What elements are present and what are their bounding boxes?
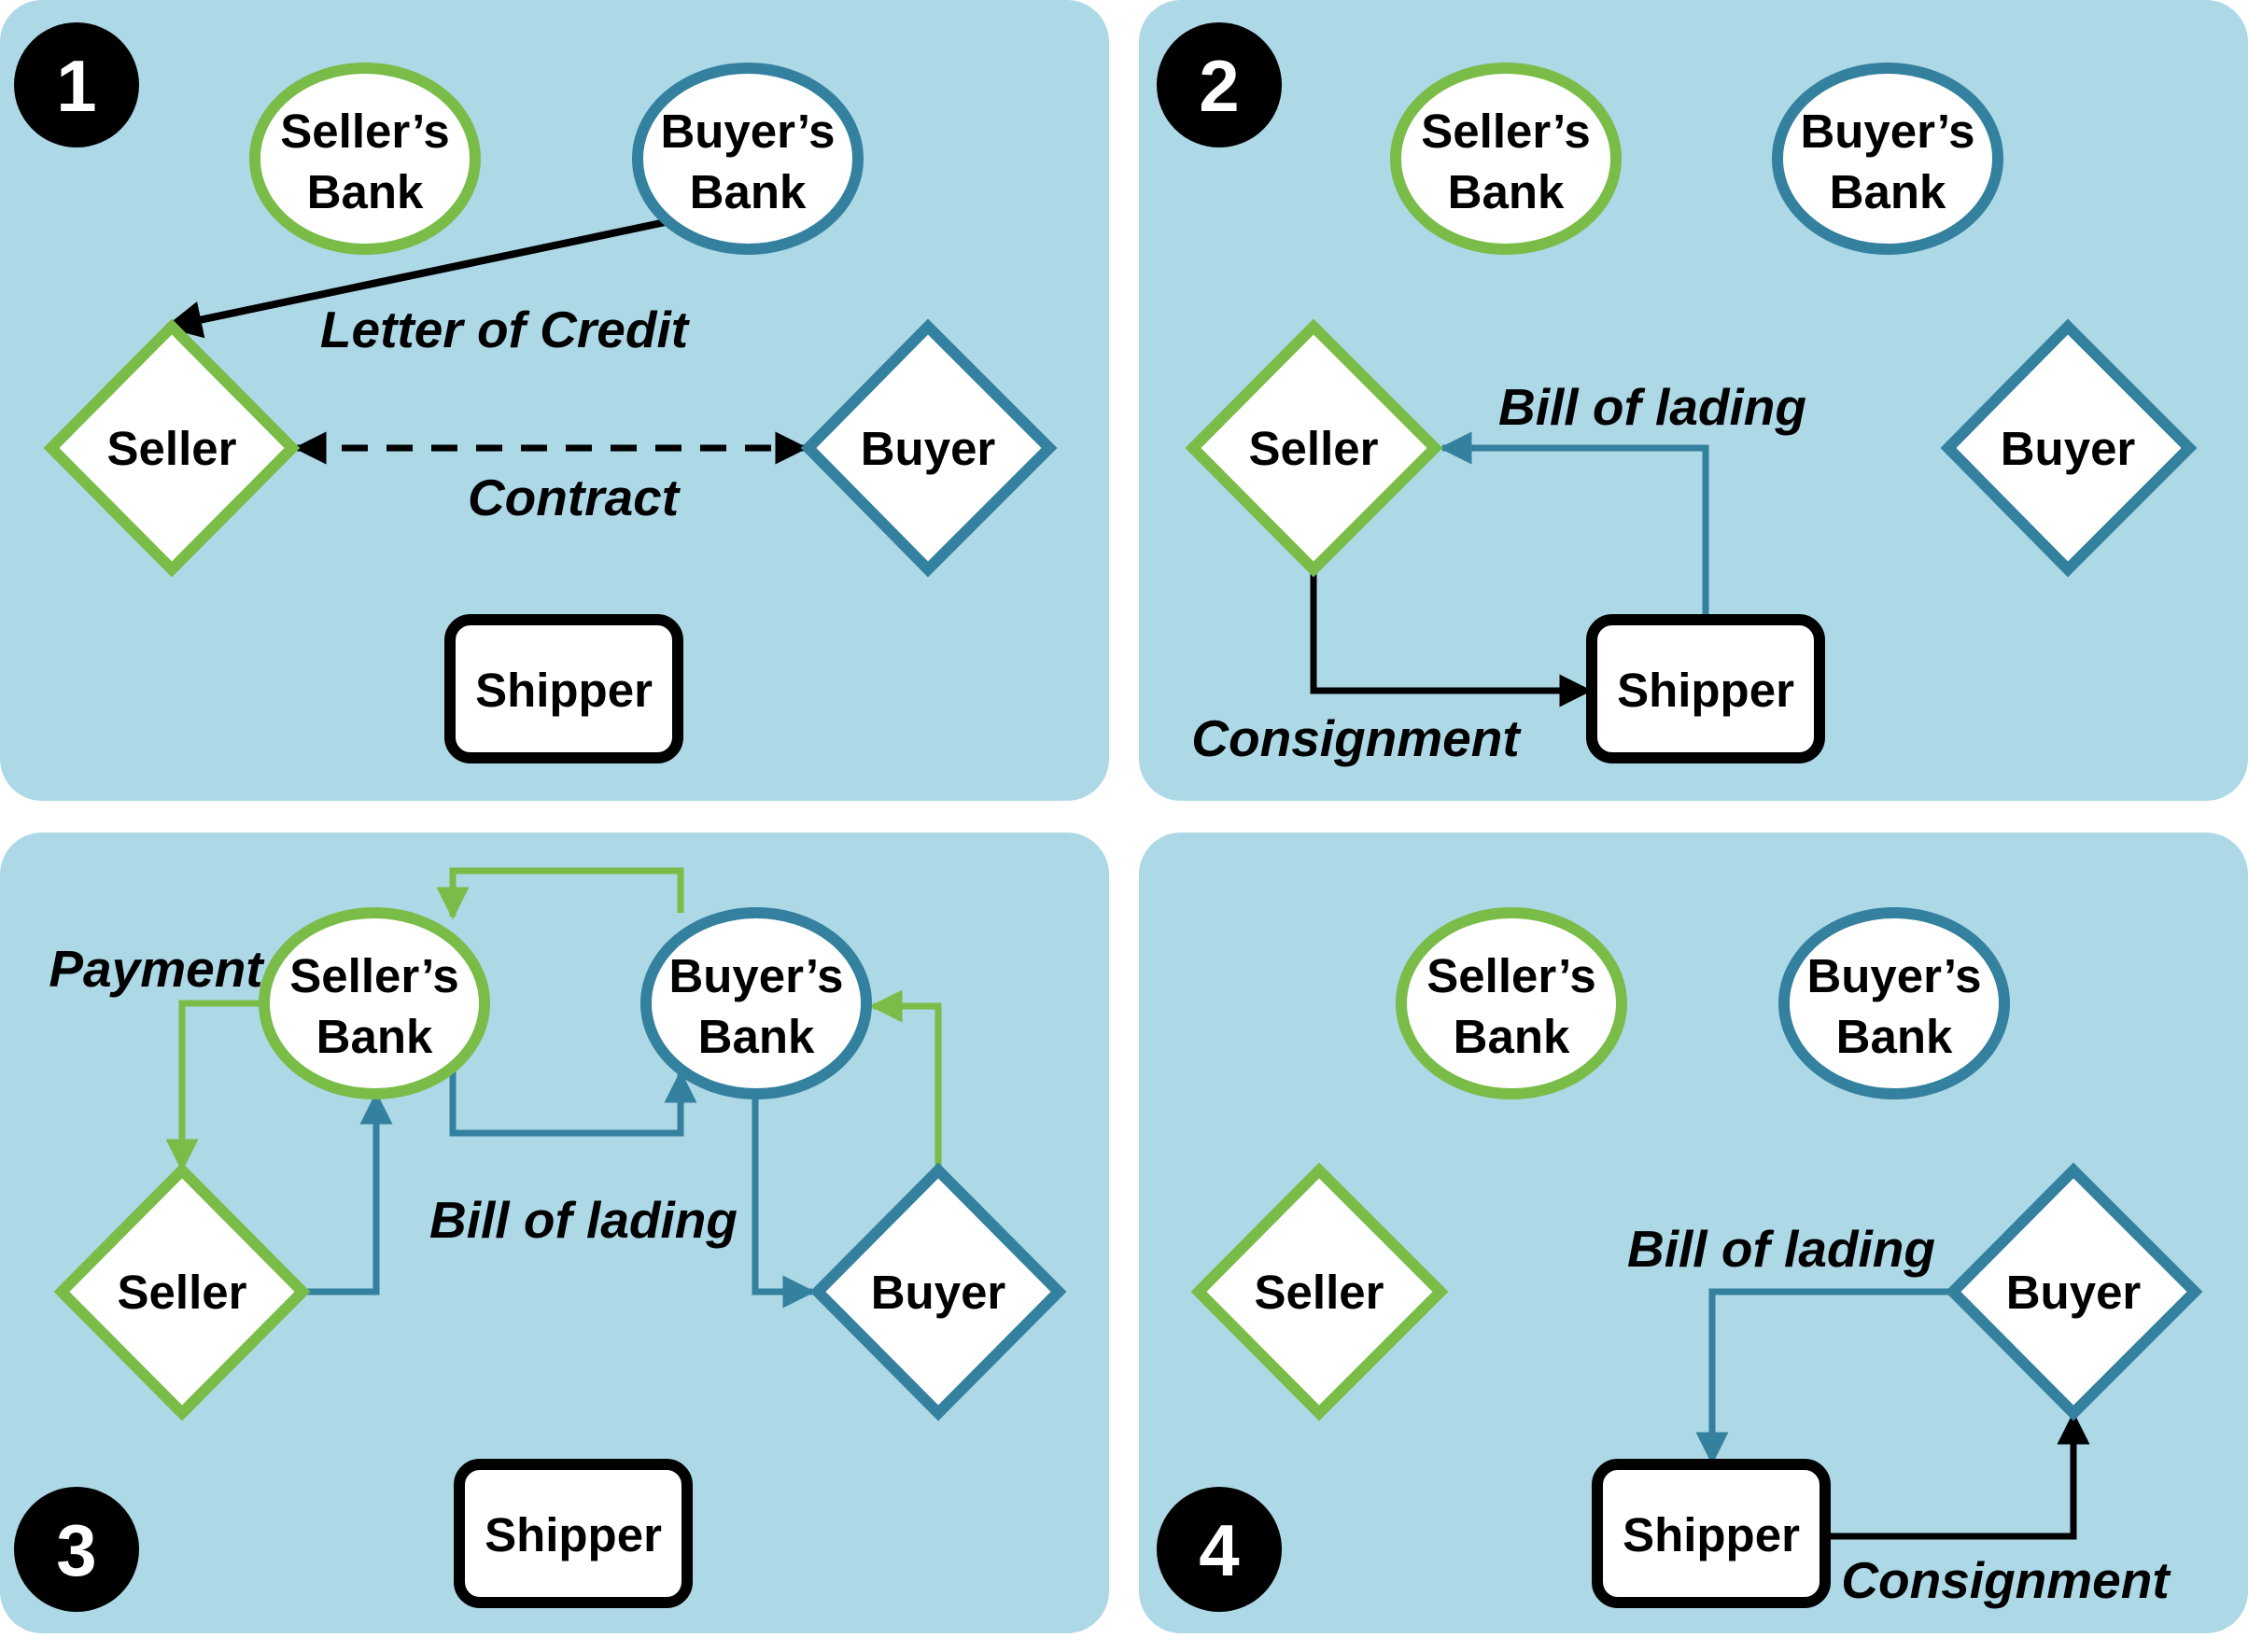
buyers-bank-node: Buyer’s Bank <box>632 63 864 255</box>
sellers-bank-label-line2: Bank <box>307 165 424 218</box>
panel-1: Seller’s Bank Buyer’s Bank Seller Buyer … <box>0 0 1109 801</box>
step-badge-4: 4 <box>1157 1487 1282 1612</box>
buyers-bank-to-buyer-bill-arrow <box>752 1092 816 1309</box>
seller-node: Seller <box>1185 318 1443 578</box>
buyers-bank-label-line2: Bank <box>690 165 807 218</box>
step-number-2: 2 <box>1199 45 1239 127</box>
step-badge-3: 3 <box>14 1487 139 1612</box>
bill-of-lading-arrow <box>1695 1288 1956 1465</box>
shipper-label: Shipper <box>1623 1508 1800 1561</box>
consignment-arrow <box>1310 571 1593 707</box>
buyers-bank-label-line1: Buyer’s <box>1800 105 1974 158</box>
sellers-bank-label-line2: Bank <box>316 1010 433 1063</box>
panel-2: Seller’s Bank Buyer’s Bank Seller Buyer … <box>1139 0 2248 801</box>
step-number-3: 3 <box>56 1509 96 1591</box>
contract-label: Contract <box>468 469 681 526</box>
sellers-bank-label-line2: Bank <box>1448 165 1565 218</box>
seller-label: Seller <box>107 422 237 475</box>
seller-node: Seller <box>1190 1162 1449 1421</box>
letter-of-credit-arrow <box>164 218 667 339</box>
sellers-bank-label-line1: Seller’s <box>1426 949 1595 1002</box>
buyers-bank-label-line2: Bank <box>1836 1010 1953 1063</box>
shipper-label: Shipper <box>485 1508 662 1561</box>
buyer-label: Buyer <box>2006 1266 2142 1319</box>
seller-node: Seller <box>43 318 301 578</box>
bill-of-lading-label: Bill of lading <box>1498 378 1806 436</box>
shipper-label: Shipper <box>475 664 653 717</box>
sellers-bank-label-line1: Seller’s <box>1421 105 1590 158</box>
payment-to-seller-arrow <box>165 1000 263 1172</box>
buyer-payment-to-buyers-bank-arrow <box>869 989 942 1171</box>
buyers-bank-node: Buyer’s Bank <box>1772 63 2003 255</box>
consignment-label: Consignment <box>1841 1551 2171 1609</box>
buyer-label: Buyer <box>2001 422 2136 475</box>
sellers-bank-node: Seller’s Bank <box>1390 63 1622 255</box>
seller-node: Seller <box>53 1162 311 1421</box>
panel-3: Seller’s Bank Buyer’s Bank Seller Buyer … <box>0 833 1109 1633</box>
buyers-bank-label-line1: Buyer’s <box>660 105 835 158</box>
shipper-node: Shipper <box>454 1459 693 1608</box>
buyers-bank-label-line2: Bank <box>698 1010 815 1063</box>
sellers-bank-node: Seller’s Bank <box>249 63 481 255</box>
seller-label: Seller <box>1255 1266 1384 1319</box>
buyer-node: Buyer <box>809 1162 1067 1421</box>
sellers-bank-to-buyers-bank-bill-arrow <box>449 1069 697 1137</box>
seller-to-sellers-bank-bill-arrow <box>303 1091 393 1295</box>
seller-label: Seller <box>1249 422 1379 475</box>
buyer-node: Buyer <box>1940 318 2198 578</box>
seller-label: Seller <box>118 1266 247 1319</box>
buyers-bank-label-line1: Buyer’s <box>1806 949 1981 1002</box>
shipper-node: Shipper <box>1592 1459 1831 1608</box>
buyers-bank-label-line1: Buyer’s <box>668 949 843 1002</box>
bill-of-lading-label: Bill of lading <box>1627 1220 1935 1278</box>
sellers-bank-node: Seller’s Bank <box>259 907 490 1099</box>
buyers-bank-label-line2: Bank <box>1830 165 1946 218</box>
shipper-node: Shipper <box>444 614 683 763</box>
shipper-node: Shipper <box>1586 614 1825 763</box>
step-number-1: 1 <box>56 45 96 127</box>
sellers-bank-label-line2: Bank <box>1454 1010 1570 1063</box>
sellers-bank-label-line1: Seller’s <box>289 949 458 1002</box>
sellers-bank-node: Seller’s Bank <box>1396 907 1627 1099</box>
bill-of-lading-arrow <box>1439 431 1709 623</box>
buyer-label: Buyer <box>861 422 996 475</box>
buyers-bank-node: Buyer’s Bank <box>1778 907 2010 1099</box>
letter-of-credit-label: Letter of Credit <box>320 301 691 358</box>
buyer-node: Buyer <box>1945 1162 2203 1421</box>
bill-of-lading-label: Bill of lading <box>429 1191 738 1249</box>
shipper-label: Shipper <box>1617 664 1794 717</box>
buyers-bank-node: Buyer’s Bank <box>640 907 872 1099</box>
step-number-4: 4 <box>1199 1509 1239 1591</box>
step-badge-1: 1 <box>14 22 139 147</box>
payment-label: Payment <box>49 940 265 998</box>
consignment-arrow <box>1825 1411 2090 1540</box>
consignment-label: Consignment <box>1191 709 1522 767</box>
sellers-bank-label-line1: Seller’s <box>280 105 449 158</box>
step-badge-2: 2 <box>1157 22 1282 147</box>
bank-to-bank-payment-arrow <box>436 867 684 920</box>
panel-4: Seller’s Bank Buyer’s Bank Seller Buyer … <box>1139 833 2248 1633</box>
buyer-node: Buyer <box>800 318 1058 578</box>
buyer-label: Buyer <box>871 1266 1006 1319</box>
